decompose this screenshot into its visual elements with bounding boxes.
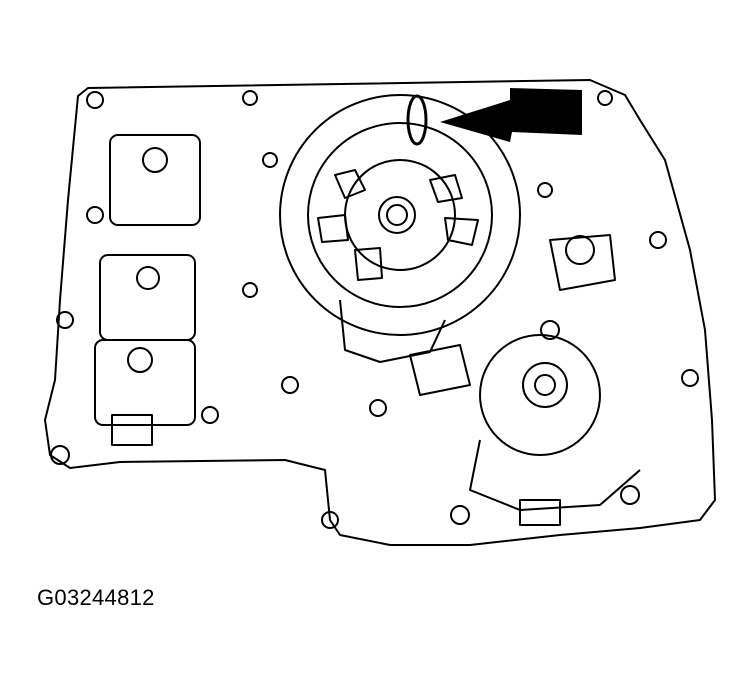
- bolt-holes: [50, 90, 699, 529]
- pointer-arrow: [440, 88, 582, 142]
- solenoid-upper: [109, 134, 201, 226]
- plate-outline: [44, 79, 716, 546]
- center-housing-inner: [344, 159, 456, 271]
- figure-id-label: G03244812: [37, 585, 155, 610]
- solenoid-lower: [94, 339, 196, 426]
- center-housing-mid: [307, 122, 493, 308]
- center-shaft: [378, 196, 416, 234]
- center-housing-outer: [279, 94, 521, 336]
- sensor-body: [479, 334, 601, 456]
